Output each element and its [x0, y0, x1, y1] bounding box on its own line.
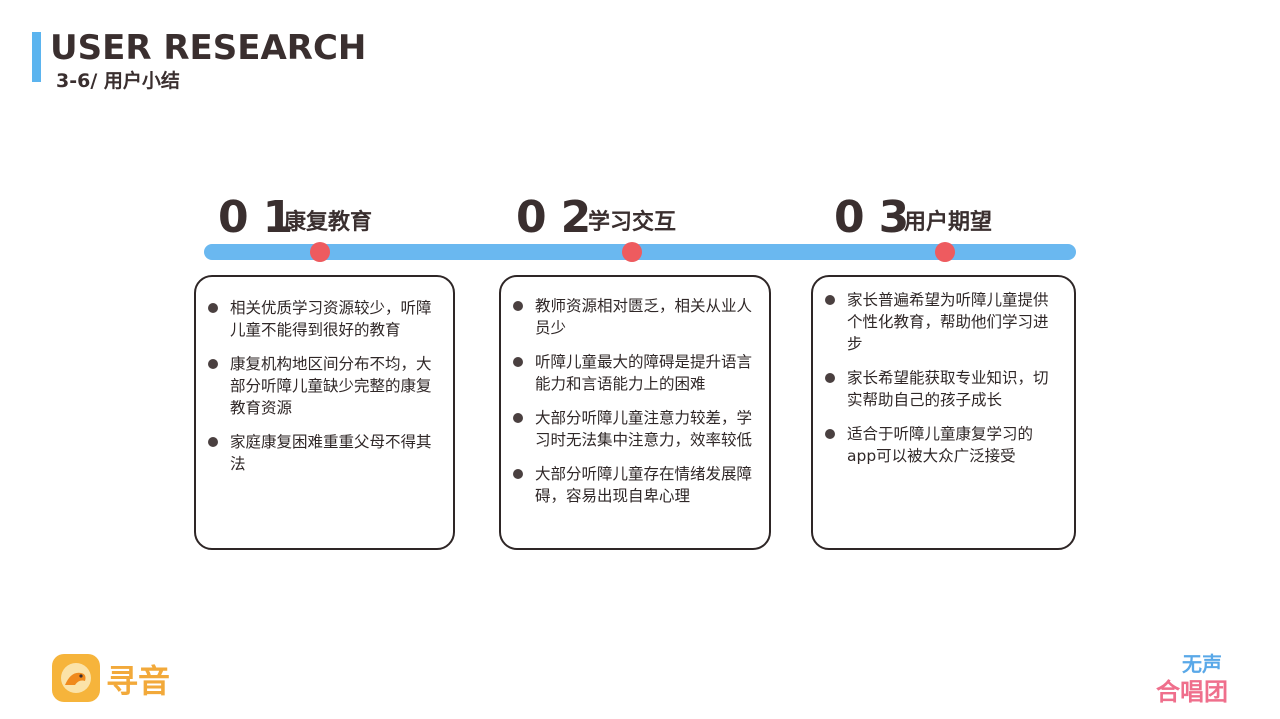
list-item: 教师资源相对匮乏，相关从业人员少	[513, 295, 755, 339]
horse-icon	[61, 663, 91, 693]
step-title-3: 用户期望	[904, 210, 993, 235]
team-logo: 无声 合唱团	[1146, 648, 1264, 708]
step-number-2: 02	[516, 192, 606, 243]
list-item: 大部分听障儿童存在情绪发展障碍，容易出现自卑心理	[513, 463, 755, 507]
step-number-3: 03	[834, 192, 924, 243]
list-item: 大部分听障儿童注意力较差，学习时无法集中注意力，效率较低	[513, 407, 755, 451]
list-item: 家长希望能获取专业知识，切实帮助自己的孩子成长	[825, 367, 1060, 411]
card-rehab-education: 相关优质学习资源较少，听障儿童不能得到很好的教育 康复机构地区间分布不均，大部分…	[194, 275, 455, 550]
card-learning-interaction: 教师资源相对匮乏，相关从业人员少 听障儿童最大的障碍是提升语言能力和言语能力上的…	[499, 275, 771, 550]
timeline-dot-2	[622, 242, 642, 262]
list-item-text: 大部分听障儿童注意力较差，学习时无法集中注意力，效率较低	[535, 409, 753, 449]
bullet-icon	[208, 437, 218, 447]
bullet-icon	[208, 303, 218, 313]
list-item-text: 相关优质学习资源较少，听障儿童不能得到很好的教育	[230, 299, 432, 339]
list-item: 家长普遍希望为听障儿童提供个性化教育，帮助他们学习进步	[825, 289, 1060, 355]
bullet-icon	[513, 357, 523, 367]
step-number-1: 01	[218, 192, 308, 243]
list-item-text: 适合于听障儿童康复学习的app可以被大众广泛接受	[847, 425, 1034, 465]
bullet-icon	[825, 373, 835, 383]
step-title-2: 学习交互	[588, 210, 677, 235]
list-item-text: 听障儿童最大的障碍是提升语言能力和言语能力上的困难	[535, 353, 753, 393]
card-user-expectation: 家长普遍希望为听障儿童提供个性化教育，帮助他们学习进步 家长希望能获取专业知识，…	[811, 275, 1076, 550]
list-item-text: 家长希望能获取专业知识，切实帮助自己的孩子成长	[847, 369, 1049, 409]
bullet-icon	[513, 301, 523, 311]
list-item: 康复机构地区间分布不均，大部分听障儿童缺少完整的康复教育资源	[208, 353, 439, 419]
list-item: 听障儿童最大的障碍是提升语言能力和言语能力上的困难	[513, 351, 755, 395]
bullet-icon	[513, 413, 523, 423]
bullet-icon	[825, 429, 835, 439]
list-item: 相关优质学习资源较少，听障儿童不能得到很好的教育	[208, 297, 439, 341]
list-item-text: 教师资源相对匮乏，相关从业人员少	[535, 297, 753, 337]
bullet-icon	[513, 469, 523, 479]
page-subtitle: 3-6/ 用户小结	[56, 70, 180, 92]
list-item-text: 家庭康复困难重重父母不得其法	[230, 433, 432, 473]
timeline-dot-1	[310, 242, 330, 262]
list-item-text: 大部分听障儿童存在情绪发展障碍，容易出现自卑心理	[535, 465, 753, 505]
timeline-dot-3	[935, 242, 955, 262]
bullet-icon	[208, 359, 218, 369]
app-logo-text: 寻音	[106, 662, 171, 700]
team-logo-text-top: 无声	[1182, 652, 1222, 676]
step-title-1: 康复教育	[284, 210, 373, 235]
list-item-text: 家长普遍希望为听障儿童提供个性化教育，帮助他们学习进步	[847, 291, 1049, 353]
title-accent-bar	[32, 32, 41, 82]
bullet-icon	[825, 295, 835, 305]
app-logo-icon	[52, 654, 100, 702]
list-item: 家庭康复困难重重父母不得其法	[208, 431, 439, 475]
page-title: USER RESEARCH	[50, 28, 367, 68]
list-item-text: 康复机构地区间分布不均，大部分听障儿童缺少完整的康复教育资源	[230, 355, 432, 417]
team-logo-text-bottom: 合唱团	[1156, 678, 1228, 706]
list-item: 适合于听障儿童康复学习的app可以被大众广泛接受	[825, 423, 1060, 467]
